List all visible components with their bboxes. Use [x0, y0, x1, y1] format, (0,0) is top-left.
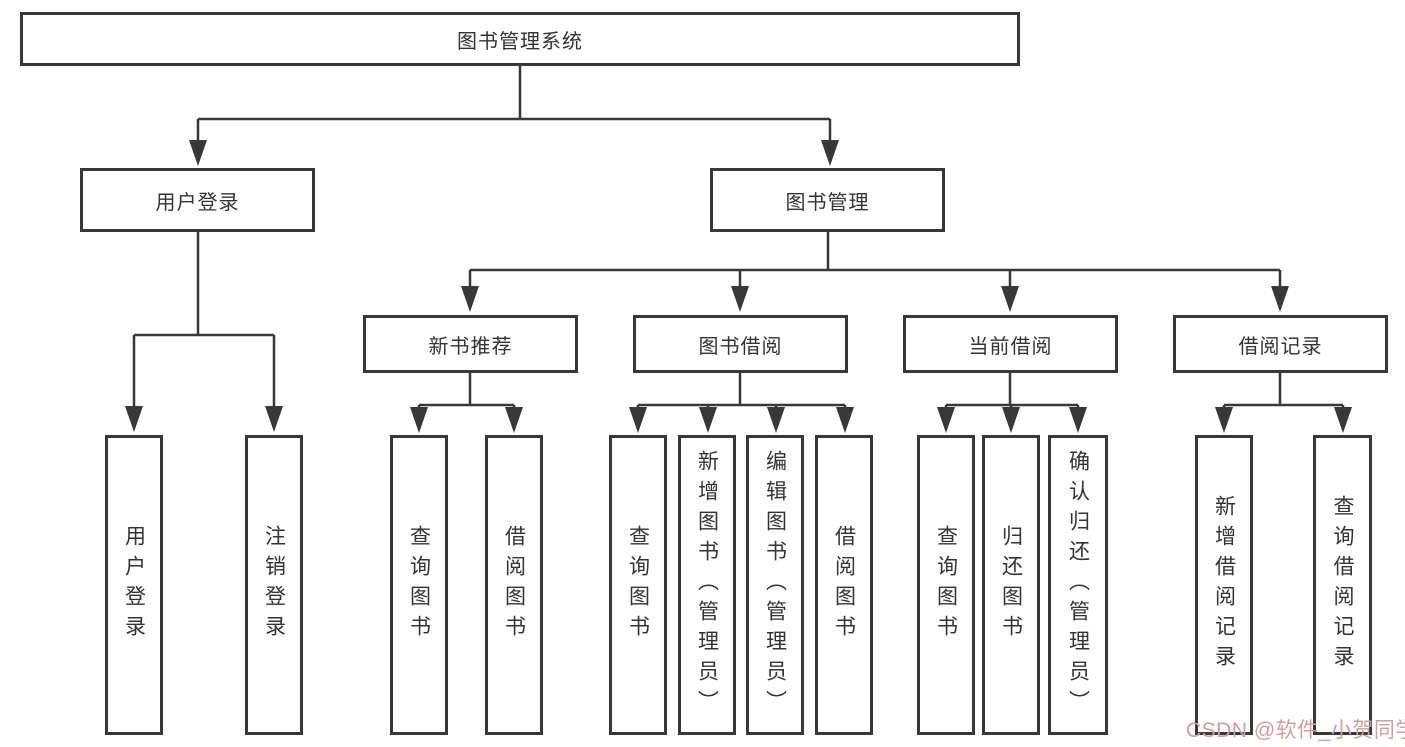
node-book-borrowing-label: 图书借阅 [698, 335, 783, 358]
node-leaf-user-login: 用户登录 [105, 435, 163, 735]
node-leaf-add-borrow-record-label: 新增借阅记录 [1212, 495, 1236, 675]
node-current-borrowing: 当前借阅 [903, 315, 1118, 373]
node-leaf-query-books-2-label: 查询图书 [626, 525, 650, 645]
node-leaf-query-books-1-label: 查询图书 [407, 525, 431, 645]
node-new-book-recommend: 新书推荐 [363, 315, 578, 373]
node-book-management-label: 图书管理 [785, 191, 870, 214]
node-leaf-confirm-return-admin-label: 确认归还（管理员） [1066, 450, 1090, 720]
node-leaf-borrow-books-2: 借阅图书 [815, 435, 873, 735]
node-leaf-query-borrow-record: 查询借阅记录 [1313, 435, 1372, 735]
node-leaf-return-books: 归还图书 [982, 435, 1040, 735]
node-leaf-user-login-label: 用户登录 [122, 525, 146, 645]
node-book-borrowing: 图书借阅 [633, 315, 848, 373]
node-root: 图书管理系统 [20, 12, 1020, 66]
node-leaf-return-books-label: 归还图书 [999, 525, 1023, 645]
node-user-login-label: 用户登录 [155, 191, 240, 214]
node-leaf-logout-label: 注销登录 [262, 525, 286, 645]
node-book-management: 图书管理 [710, 168, 945, 232]
node-leaf-query-books-1: 查询图书 [390, 435, 448, 735]
node-leaf-query-borrow-record-label: 查询借阅记录 [1331, 495, 1354, 675]
node-leaf-query-books-3-label: 查询图书 [934, 525, 958, 645]
node-leaf-add-borrow-record: 新增借阅记录 [1195, 435, 1253, 735]
node-leaf-add-books-admin-label: 新增图书（管理员） [695, 450, 719, 720]
node-leaf-edit-books-admin: 编辑图书（管理员） [746, 435, 804, 735]
node-new-book-recommend-label: 新书推荐 [428, 335, 513, 358]
node-leaf-query-books-3: 查询图书 [917, 435, 975, 735]
node-borrowing-records-label: 借阅记录 [1238, 335, 1323, 358]
node-leaf-add-books-admin: 新增图书（管理员） [678, 435, 736, 735]
node-leaf-borrow-books-1-label: 借阅图书 [502, 525, 526, 645]
node-leaf-confirm-return-admin: 确认归还（管理员） [1048, 435, 1108, 735]
node-leaf-logout: 注销登录 [245, 435, 303, 735]
node-leaf-borrow-books-2-label: 借阅图书 [832, 525, 856, 645]
node-user-login: 用户登录 [80, 168, 315, 232]
node-current-borrowing-label: 当前借阅 [968, 335, 1053, 358]
node-leaf-edit-books-admin-label: 编辑图书（管理员） [763, 450, 787, 720]
node-borrowing-records: 借阅记录 [1173, 315, 1388, 373]
node-leaf-borrow-books-1: 借阅图书 [485, 435, 543, 735]
node-root-label: 图书管理系统 [457, 30, 583, 53]
node-leaf-query-books-2: 查询图书 [609, 435, 667, 735]
csdn-watermark: CSDN @软件_小贺同学 [1186, 719, 1405, 742]
